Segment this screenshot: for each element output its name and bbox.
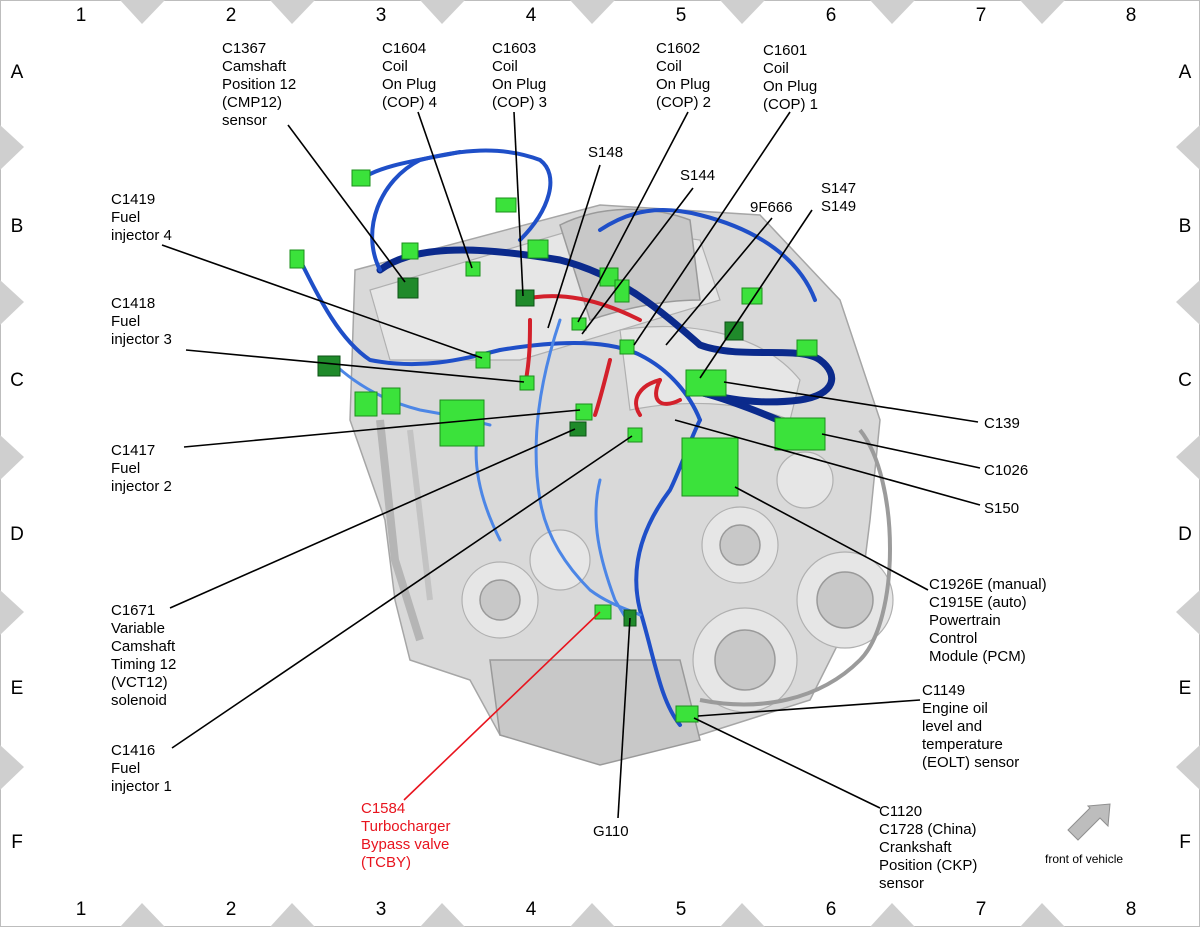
- label-c1416: C1416 Fuel injector 1: [111, 742, 172, 795]
- connector: [317, 355, 341, 377]
- label-c1584: C1584 Turbocharger Bypass valve (TCBY): [361, 800, 455, 871]
- connector-c1671: [569, 421, 587, 437]
- label-c1120: C1120 C1728 (China) Crankshaft Position …: [879, 803, 982, 892]
- label-s150: S150: [984, 500, 1019, 517]
- label-g110: G110: [593, 823, 629, 840]
- grid-col-8-bottom: 8: [1126, 899, 1137, 920]
- connector-cop4: [465, 261, 481, 277]
- connector-c1584: [594, 604, 612, 620]
- connector-c1417: [575, 403, 593, 421]
- grid-row-b-right: B: [1179, 216, 1192, 237]
- connector: [351, 169, 371, 187]
- front-of-vehicle-label: front of vehicle: [1045, 852, 1123, 866]
- connector-c1120: [675, 705, 699, 723]
- connector: [724, 321, 744, 341]
- grid-col-1: 1: [76, 5, 87, 26]
- connector-c1418: [519, 375, 535, 391]
- connector: [527, 239, 549, 259]
- grid-row-f-right: F: [1179, 832, 1191, 853]
- label-c139: C139: [984, 415, 1020, 432]
- grid-col-5: 5: [676, 5, 687, 26]
- grid-row-f: F: [11, 832, 23, 853]
- label-c1604: C1604 Coil On Plug (COP) 4: [382, 40, 440, 111]
- label-c1601: C1601 Coil On Plug (COP) 1: [763, 42, 821, 113]
- label-c1026: C1026: [984, 462, 1028, 479]
- grid-col-1-bottom: 1: [76, 899, 87, 920]
- connector-cop3: [515, 289, 535, 307]
- connector: [495, 197, 517, 213]
- labels: C1367 Camshaft Position 12 (CMP12) senso…: [111, 40, 1051, 892]
- grid-col-8: 8: [1126, 5, 1137, 26]
- grid-col-3: 3: [376, 5, 387, 26]
- grid-row-d-right: D: [1178, 524, 1192, 545]
- label-c1926e: C1926E (manual) C1915E (auto) Powertrain…: [929, 576, 1051, 665]
- grid-rows-right: A B C D E F: [1178, 62, 1192, 853]
- label-s144: S144: [680, 167, 715, 184]
- connector-c1419: [475, 351, 491, 369]
- connector-cop2: [571, 317, 587, 331]
- grid-col-2-bottom: 2: [226, 899, 237, 920]
- grid-rows-left: A B C D E F: [10, 62, 24, 853]
- grid-row-e-right: E: [1179, 678, 1192, 699]
- grid-columns-bottom: 1 2 3 4 5 6 7 8: [76, 899, 1137, 920]
- connector: [381, 387, 401, 415]
- grid-row-d: D: [10, 524, 24, 545]
- connector: [289, 249, 305, 269]
- label-c1367: C1367 Camshaft Position 12 (CMP12) senso…: [222, 40, 300, 129]
- label-c1603: C1603 Coil On Plug (COP) 3: [492, 40, 550, 111]
- label-s147-s149: S147 S149: [821, 180, 860, 215]
- grid-row-a-right: A: [1179, 62, 1192, 83]
- front-of-vehicle-indicator: front of vehicle: [1045, 803, 1123, 866]
- grid-col-5-bottom: 5: [676, 899, 687, 920]
- grid-row-c-right: C: [1178, 370, 1192, 391]
- engine-illustration: [349, 204, 894, 766]
- grid-col-2: 2: [226, 5, 237, 26]
- grid-row-a: A: [11, 62, 24, 83]
- label-c1419: C1419 Fuel injector 4: [111, 191, 172, 244]
- label-c1417: C1417 Fuel injector 2: [111, 442, 172, 495]
- connector-cmp12: [397, 277, 419, 299]
- leader-lines: [161, 111, 981, 819]
- grid-row-c: C: [10, 370, 24, 391]
- label-c1671: C1671 Variable Camshaft Timing 12 (VCT12…: [111, 602, 180, 709]
- connector: [401, 242, 419, 260]
- label-c1418: C1418 Fuel injector 3: [111, 295, 172, 348]
- direction-arrow-icon: [1067, 803, 1111, 841]
- connector: [796, 339, 818, 357]
- connector-pcm: [681, 437, 739, 497]
- grid-col-4-bottom: 4: [526, 899, 537, 920]
- grid-col-7: 7: [976, 5, 987, 26]
- grid-col-6: 6: [826, 5, 837, 26]
- connector-c1026: [774, 417, 826, 451]
- grid-col-7-bottom: 7: [976, 899, 987, 920]
- connector-c139: [685, 369, 727, 397]
- label-9f666: 9F666: [750, 199, 793, 216]
- grid-row-b: B: [11, 216, 24, 237]
- grid-col-3-bottom: 3: [376, 899, 387, 920]
- connector-s144: [619, 339, 635, 355]
- label-c1602: C1602 Coil On Plug (COP) 2: [656, 40, 714, 111]
- connector: [354, 391, 378, 417]
- label-c1149: C1149 Engine oil level and temperature (…: [922, 682, 1019, 771]
- label-s148: S148: [588, 144, 623, 161]
- grid-columns-top: 1 2 3 4 5 6 7 8: [76, 5, 1137, 26]
- grid-col-4: 4: [526, 5, 537, 26]
- connector: [614, 279, 630, 303]
- grid-row-e: E: [11, 678, 24, 699]
- grid-col-6-bottom: 6: [826, 899, 837, 920]
- connector-c1416: [627, 427, 643, 443]
